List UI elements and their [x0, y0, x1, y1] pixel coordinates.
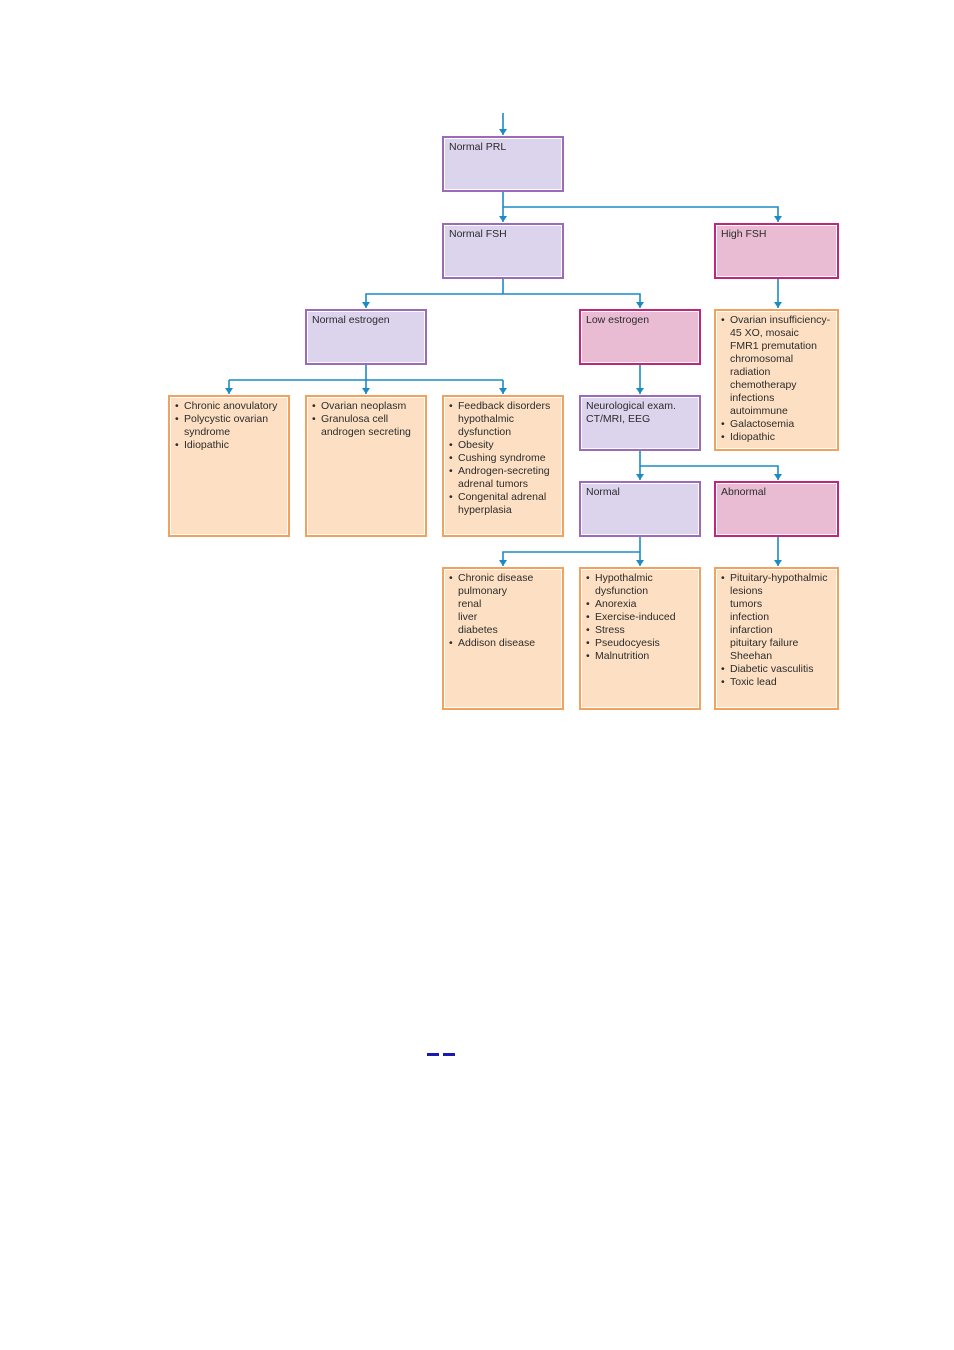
node-normal-estrogen: Normal estrogen [305, 309, 427, 365]
node-high-fsh: High FSH [714, 223, 839, 279]
node-anovulatory-causes: Chronic anovulatoryPolycystic ovarian sy… [168, 395, 290, 537]
list-subitem: 45 XO, mosaic [730, 327, 799, 339]
list-item: Feedback disorders hypothalmic dysfuncti… [449, 400, 557, 439]
list-subitem: diabetes [458, 624, 498, 636]
list-item: Chronic disease [449, 572, 557, 585]
connector-fsh-to-low-estrogen [503, 293, 644, 308]
list-item: Pituitary-hypothalmic [721, 572, 832, 585]
list-item: Exercise-induced [586, 611, 694, 624]
list-item: Idiopathic [721, 431, 832, 444]
list-item: Granulosa cell androgen secreting [312, 413, 420, 439]
list-item: Pseudocyesis [586, 637, 694, 650]
list-subitem: pituitary failure [730, 637, 799, 649]
node-neuro-normal: Normal [579, 481, 701, 537]
list-subitem: pulmonary [458, 585, 508, 597]
list-subitem: Sheehan [730, 650, 773, 662]
list-item: Toxic lead [721, 676, 832, 689]
node-label: Low estrogen [586, 314, 650, 326]
list-item: Anorexia [586, 598, 694, 611]
list-item: Hypothalmic dysfunction [586, 572, 694, 598]
list-subitem: renal [458, 598, 482, 610]
page-footer-mark [427, 1053, 455, 1056]
list-item: Malnutrition [586, 650, 694, 663]
node-feedback-causes: Feedback disorders hypothalmic dysfuncti… [442, 395, 564, 537]
cause-list: Ovarian neoplasmGranulosa cell androgen … [312, 400, 420, 439]
cause-list: Pituitary-hypothalmiclesionstumorsinfect… [721, 572, 832, 689]
node-normal-prl: Normal PRL [442, 136, 564, 192]
connector-prl-to-high-fsh [503, 206, 782, 222]
node-label: Neurological exam. CT/MRI, EEG [586, 400, 676, 425]
cause-list: Chronic anovulatoryPolycystic ovarian sy… [175, 400, 283, 452]
list-subitem: autoimmune [730, 405, 788, 417]
list-item: Ovarian neoplasm [312, 400, 420, 413]
list-item: Polycystic ovarian syndrome [175, 413, 283, 439]
list-subitem: infection [730, 611, 770, 623]
footer-dash [443, 1053, 455, 1056]
list-item: Stress [586, 624, 694, 637]
list-subitem: infections [730, 392, 775, 404]
list-item: Galactosemia [721, 418, 832, 431]
list-item: Chronic anovulatory [175, 400, 283, 413]
node-label: High FSH [721, 228, 767, 240]
connector-neuro-to-abnormal [640, 465, 782, 480]
list-subitem: radiation [730, 366, 771, 378]
connector-normal-to-chronic-disease [499, 551, 640, 566]
node-neuro-abnormal: Abnormal [714, 481, 839, 537]
list-subitem: FMR1 premutation [730, 340, 817, 352]
list-item: Idiopathic [175, 439, 283, 452]
node-ovarian-insufficiency-causes: Ovarian insufficiency-45 XO, mosaicFMR1 … [714, 309, 839, 451]
node-neurological-exam: Neurological exam. CT/MRI, EEG [579, 395, 701, 451]
list-item: Cushing syndrome [449, 452, 557, 465]
cause-list: Ovarian insufficiency-45 XO, mosaicFMR1 … [721, 314, 832, 444]
connector-fsh-to-normal-estrogen [362, 293, 503, 308]
list-item: Diabetic vasculitis [721, 663, 832, 676]
node-label: Normal PRL [449, 141, 507, 153]
cause-list: Hypothalmic dysfunctionAnorexiaExercise-… [586, 572, 694, 663]
list-item: Obesity [449, 439, 557, 452]
node-label: Abnormal [721, 486, 766, 498]
cause-list: Chronic diseasepulmonaryrenalliverdiabet… [449, 572, 557, 650]
list-subitem: lesions [730, 585, 763, 597]
list-subitem: liver [458, 611, 478, 623]
list-subitem: chromosomal [730, 353, 794, 365]
list-subitem: tumors [730, 598, 763, 610]
node-pituitary-causes: Pituitary-hypothalmiclesionstumorsinfect… [714, 567, 839, 710]
list-item: Ovarian insufficiency- [721, 314, 832, 327]
node-chronic-disease-causes: Chronic diseasepulmonaryrenalliverdiabet… [442, 567, 564, 710]
node-label: Normal FSH [449, 228, 507, 240]
node-neoplasm-causes: Ovarian neoplasmGranulosa cell androgen … [305, 395, 427, 537]
footer-dash [427, 1053, 439, 1056]
node-normal-fsh: Normal FSH [442, 223, 564, 279]
list-subitem: infarction [730, 624, 773, 636]
list-subitem: chemotherapy [730, 379, 797, 391]
node-low-estrogen: Low estrogen [579, 309, 701, 365]
list-item: Congenital adrenal hyperplasia [449, 491, 557, 517]
node-label: Normal [586, 486, 620, 498]
list-item: Androgen-secreting adrenal tumors [449, 465, 557, 491]
node-label: Normal estrogen [312, 314, 390, 326]
node-hypothalmic-causes: Hypothalmic dysfunctionAnorexiaExercise-… [579, 567, 701, 710]
cause-list: Feedback disorders hypothalmic dysfuncti… [449, 400, 557, 517]
list-item: Addison disease [449, 637, 557, 650]
